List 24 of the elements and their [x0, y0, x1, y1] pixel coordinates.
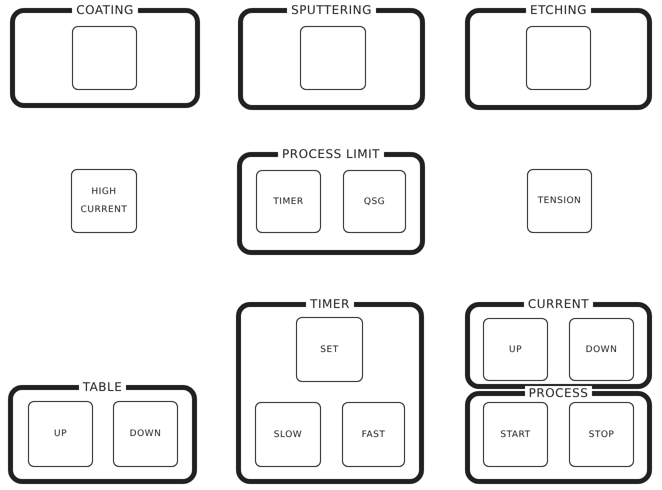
group-title: PROCESS LIMIT [278, 147, 384, 161]
push-key: HIGH CURRENT [71, 169, 137, 233]
blank-key [72, 26, 137, 90]
group-title: ETCHING [526, 3, 591, 17]
group-title: CURRENT [524, 297, 594, 311]
push-key: DOWN [569, 318, 634, 381]
push-key: TIMER [256, 170, 321, 233]
blank-key [526, 26, 591, 90]
push-key: START [483, 402, 548, 467]
push-key: UP [483, 318, 548, 381]
push-key: SLOW [255, 402, 321, 467]
group-title: TIMER [306, 297, 354, 311]
blank-key [300, 26, 366, 90]
push-key: UP [28, 401, 93, 467]
push-key: QSG [343, 170, 406, 233]
push-key: FAST [342, 402, 405, 467]
push-key: TENSION [527, 169, 592, 233]
group-title: SPUTTERING [287, 3, 376, 17]
group-title: PROCESS [524, 386, 592, 400]
push-key: SET [296, 317, 363, 382]
group-title: TABLE [78, 380, 126, 394]
group-title: COATING [72, 3, 138, 17]
push-key: DOWN [113, 401, 178, 467]
push-key: STOP [569, 402, 634, 467]
